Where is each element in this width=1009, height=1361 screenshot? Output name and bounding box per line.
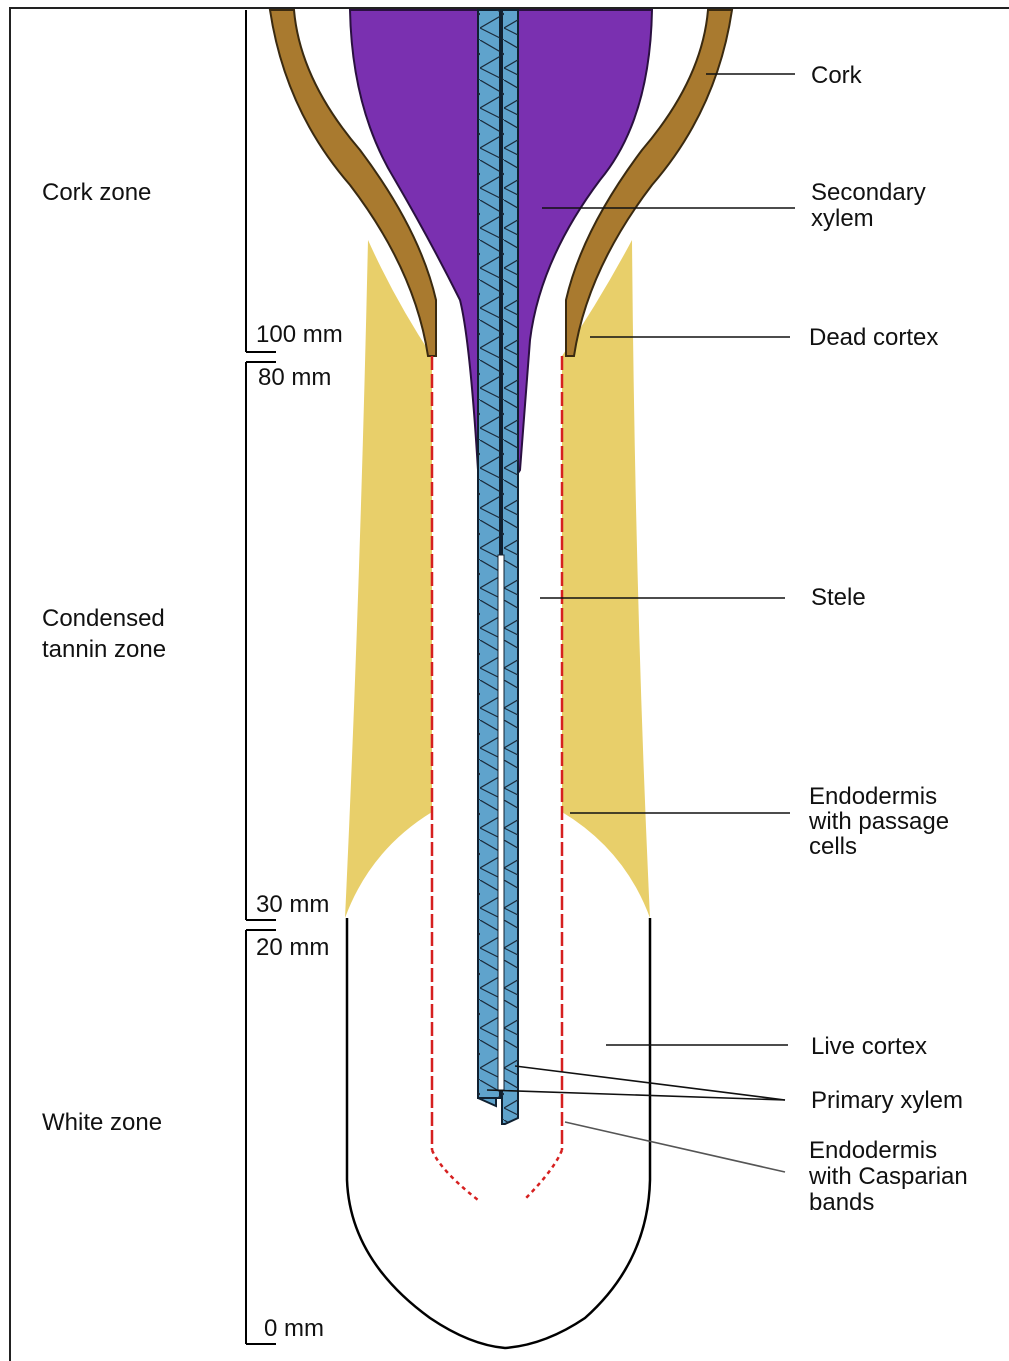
xylem-left-tip: [478, 1098, 496, 1106]
zone-label-cork: Cork zone: [42, 179, 151, 206]
scale-label-80mm: 80 mm: [258, 364, 331, 391]
scale-label-0mm: 0 mm: [264, 1315, 324, 1342]
leader-endodermis-casparian: [565, 1122, 785, 1172]
stele-gap: [498, 555, 504, 1090]
label-primary-xylem: Primary xylem: [811, 1087, 963, 1114]
tannin-zone-left: [345, 240, 432, 918]
label-secondary-xylem-line1: Secondary: [811, 179, 926, 206]
label-cork: Cork: [811, 62, 863, 89]
label-live-cortex: Live cortex: [811, 1033, 927, 1060]
zone-label-tannin-line2: tannin zone: [42, 636, 166, 663]
label-dead-cortex: Dead cortex: [809, 324, 938, 351]
endodermis-tip-right: [524, 1150, 562, 1200]
label-endodermis-casparian-line3: bands: [809, 1189, 874, 1216]
zone-label-tannin-line1: Condensed: [42, 605, 165, 632]
label-stele: Stele: [811, 584, 866, 611]
label-secondary-xylem-line2: xylem: [811, 205, 874, 232]
label-endodermis-passage-line3: cells: [809, 833, 857, 860]
label-endodermis-casparian-line2: with Casparian: [808, 1163, 968, 1190]
scale-label-20mm: 20 mm: [256, 934, 329, 961]
endodermis-tip-left: [432, 1150, 478, 1200]
label-endodermis-passage-line1: Endodermis: [809, 783, 937, 810]
xylem-column-left-pattern: [478, 10, 500, 1098]
zone-label-white: White zone: [42, 1109, 162, 1136]
label-endodermis-passage-line2: with passage: [808, 808, 949, 835]
label-endodermis-casparian-line1: Endodermis: [809, 1137, 937, 1164]
scale-bar: [246, 10, 276, 1344]
scale-label-100mm: 100 mm: [256, 321, 343, 348]
scale-label-30mm: 30 mm: [256, 891, 329, 918]
